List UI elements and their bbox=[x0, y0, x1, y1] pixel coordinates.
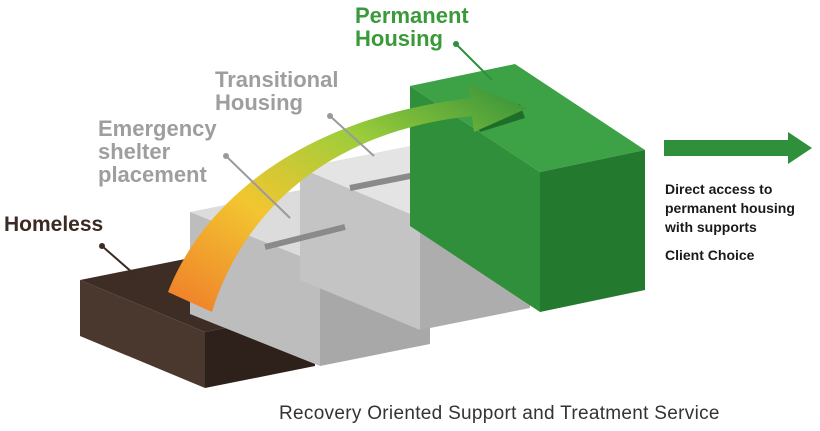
homeless-label: Homeless bbox=[4, 213, 104, 236]
transitional-housing-label-line1: Transitional bbox=[215, 67, 339, 92]
transitional-housing-label: Transitional Housing bbox=[215, 68, 338, 114]
transitional-housing-label-line2: Housing bbox=[215, 90, 303, 116]
permanent-housing-label-line1: Permanent bbox=[355, 3, 469, 28]
emergency-shelter-label-line2: shelter bbox=[98, 139, 171, 165]
direct-access-text: Direct access to permanent housing with … bbox=[665, 180, 795, 237]
footer-caption: Recovery Oriented Support and Treatment … bbox=[279, 403, 720, 424]
client-choice-text: Client Choice bbox=[665, 247, 755, 263]
right-arrow-icon bbox=[664, 132, 812, 164]
emergency-shelter-label-line3: placement bbox=[98, 162, 207, 188]
direct-access-line3: with supports bbox=[665, 218, 757, 235]
emergency-shelter-label-line1: Emergency bbox=[98, 116, 217, 141]
leader-lines bbox=[99, 41, 493, 275]
permanent-housing-label-line2: Housing bbox=[355, 26, 443, 52]
progress-arc-arrow bbox=[168, 84, 528, 312]
direct-access-line2: permanent housing bbox=[665, 199, 795, 216]
direct-access-line1: Direct access to bbox=[665, 181, 773, 197]
emergency-shelter-label: Emergency shelter placement bbox=[98, 117, 217, 186]
permanent-housing-label: Permanent Housing bbox=[355, 4, 469, 50]
